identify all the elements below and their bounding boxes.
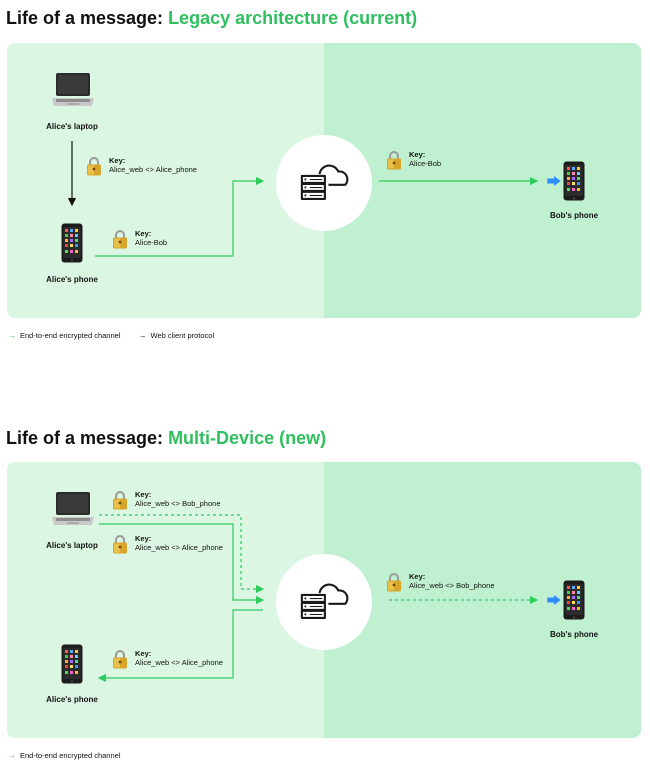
legacy-diagram-panel: Alice's laptop Alice's phone Key:Alice_w… <box>7 43 641 318</box>
alice-phone-label: Alice's phone <box>46 695 98 704</box>
lock-icon <box>111 229 129 249</box>
key-title: Key: <box>109 156 126 165</box>
key-block: Key:Alice-Bob <box>111 229 167 249</box>
key-block: Key:Alice_web <> Bob_phone <box>385 572 495 592</box>
legend-label: End-to-end encrypted channel <box>20 331 121 340</box>
key-block: Key:Alice_web <> Bob_phone <box>111 490 221 510</box>
key-title: Key: <box>135 490 152 499</box>
phone-to-server-line <box>95 176 265 257</box>
legend-item: → End-to-end encrypted channel <box>8 331 121 340</box>
lock-icon <box>385 150 403 170</box>
key-title: Key: <box>135 229 152 238</box>
server-cloud-icon <box>293 582 355 622</box>
legend-item: →Web client protocol <box>139 331 215 340</box>
alice-laptop-label: Alice's laptop <box>46 122 98 131</box>
laptop-icon <box>51 71 95 109</box>
key-title: Key: <box>409 572 426 581</box>
phone-icon <box>563 161 585 201</box>
multidevice-connection-lines <box>97 514 539 683</box>
key-title: Key: <box>135 534 152 543</box>
legacy-connection-lines <box>67 141 539 257</box>
multidevice-diagram-panel: Alice's laptop Alice's phone Key:Alice_w… <box>7 462 641 738</box>
phone-icon <box>61 223 83 263</box>
key-value: Alice_web <> Bob_phone <box>409 581 495 590</box>
key-block: Key:Alice_web <> Alice_phone <box>85 156 197 176</box>
legend-label: End-to-end encrypted channel <box>20 751 121 760</box>
laptop-icon <box>51 490 95 528</box>
title-highlight: Multi-Device (new) <box>168 428 327 448</box>
key-value: Alice_web <> Alice_phone <box>109 165 197 174</box>
phone-icon <box>563 580 585 620</box>
key-title: Key: <box>135 649 152 658</box>
server-node <box>276 135 372 231</box>
section1-title: Life of a message: Legacy architecture (… <box>6 8 417 29</box>
key-value: Alice-Bob <box>409 159 442 168</box>
lock-icon <box>111 649 129 669</box>
lock-icon <box>111 490 129 510</box>
legend-item: → End-to-end encrypted channel <box>8 751 121 760</box>
key-value: Alice-Bob <box>135 238 168 247</box>
key-value: Alice_web <> Alice_phone <box>135 658 223 667</box>
phone-icon <box>61 644 83 684</box>
laptop-to-server-line <box>99 523 265 605</box>
bob-phone-label: Bob's phone <box>549 211 599 220</box>
green-arrow-icon: → <box>8 751 16 760</box>
lock-icon <box>111 534 129 554</box>
key-title: Key: <box>409 150 426 159</box>
lock-icon <box>385 572 403 592</box>
key-block: Key:Alice_web <> Alice_phone <box>111 649 223 669</box>
server-to-phone-line <box>97 609 263 683</box>
green-arrow-icon: → <box>8 331 16 340</box>
black-arrow-icon: → <box>138 331 147 340</box>
arrow-right-icon <box>547 595 561 605</box>
title-prefix: Life of a message: <box>6 428 169 448</box>
arrow-right-icon <box>547 176 561 186</box>
section2-title: Life of a message: Multi-Device (new) <box>6 428 326 449</box>
key-block: Key:Alice_web <> Alice_phone <box>111 534 223 554</box>
key-block: Key:Alice-Bob <box>385 150 441 170</box>
title-highlight: Legacy architecture (current) <box>168 8 418 28</box>
key-value: Alice_web <> Bob_phone <box>135 499 221 508</box>
multidevice-legend: → End-to-end encrypted channel <box>8 751 139 760</box>
key-value: Alice_web <> Alice_phone <box>135 543 223 552</box>
server-node <box>276 554 372 650</box>
alice-phone-label: Alice's phone <box>46 275 98 284</box>
legend-label: Web client protocol <box>150 331 215 340</box>
lock-icon <box>85 156 103 176</box>
bob-phone-label: Bob's phone <box>549 630 599 639</box>
server-cloud-icon <box>293 163 355 203</box>
title-prefix: Life of a message: <box>6 8 169 28</box>
legacy-legend: →End-to-end encrypted channel →Web clien… <box>8 331 232 340</box>
alice-laptop-label: Alice's laptop <box>46 541 98 550</box>
